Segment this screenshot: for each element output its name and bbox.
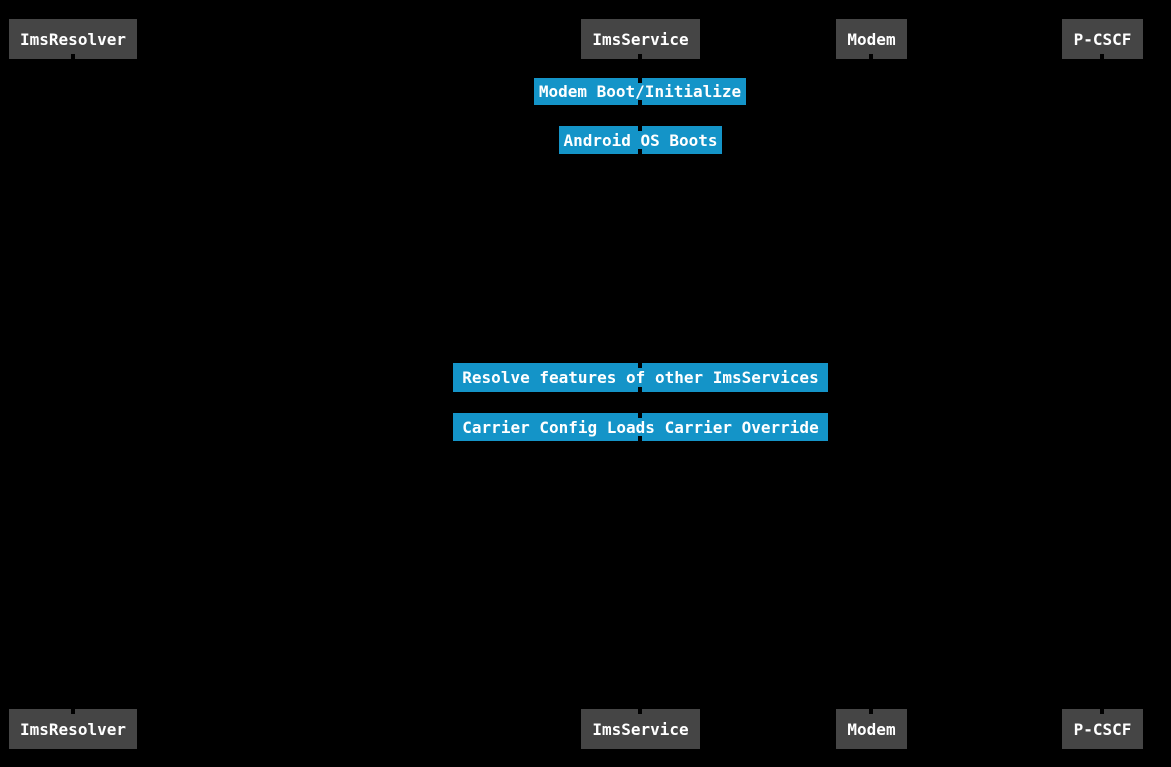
- participant-label: Modem: [847, 29, 896, 49]
- lifeline-tick: [638, 387, 642, 397]
- note-carrier-config-override: Carrier Config Loads Carrier Override: [453, 413, 828, 441]
- lifeline-tick: [638, 408, 642, 418]
- participant-top-imsservice: ImsService: [581, 19, 700, 59]
- participant-label: ImsService: [592, 719, 689, 739]
- participant-label: Modem: [847, 719, 896, 739]
- note-label: Resolve features of other ImsServices: [462, 368, 819, 387]
- participant-label: ImsResolver: [20, 29, 126, 49]
- participant-label: ImsResolver: [20, 719, 126, 739]
- lifeline-tick: [638, 358, 642, 368]
- lifeline-tick: [638, 704, 642, 714]
- participant-bottom-imsresolver: ImsResolver: [9, 709, 137, 749]
- participant-bottom-pcscf: P-CSCF: [1062, 709, 1143, 749]
- participant-top-modem: Modem: [836, 19, 907, 59]
- participant-bottom-imsservice: ImsService: [581, 709, 700, 749]
- lifeline-tick: [71, 54, 75, 64]
- lifeline-tick: [638, 121, 642, 131]
- participant-label: P-CSCF: [1073, 719, 1132, 739]
- participant-top-pcscf: P-CSCF: [1062, 19, 1143, 59]
- lifeline-tick: [869, 704, 873, 714]
- participant-label: P-CSCF: [1073, 29, 1132, 49]
- note-label: Modem Boot/Initialize: [538, 82, 742, 101]
- lifeline-tick: [638, 73, 642, 83]
- participant-top-imsresolver: ImsResolver: [9, 19, 137, 59]
- lifeline-tick: [71, 704, 75, 714]
- participant-label: ImsService: [592, 29, 689, 49]
- note-label: Carrier Config Loads Carrier Override: [462, 417, 819, 437]
- lifeline-tick: [1100, 704, 1104, 714]
- lifeline-tick: [638, 436, 642, 446]
- lifeline-tick: [638, 149, 642, 159]
- lifeline-tick: [869, 54, 873, 64]
- lifeline-tick: [638, 100, 642, 110]
- lifeline-tick: [638, 54, 642, 64]
- lifeline-tick: [1100, 54, 1104, 64]
- note-label: Android OS Boots: [563, 130, 718, 150]
- participant-bottom-modem: Modem: [836, 709, 907, 749]
